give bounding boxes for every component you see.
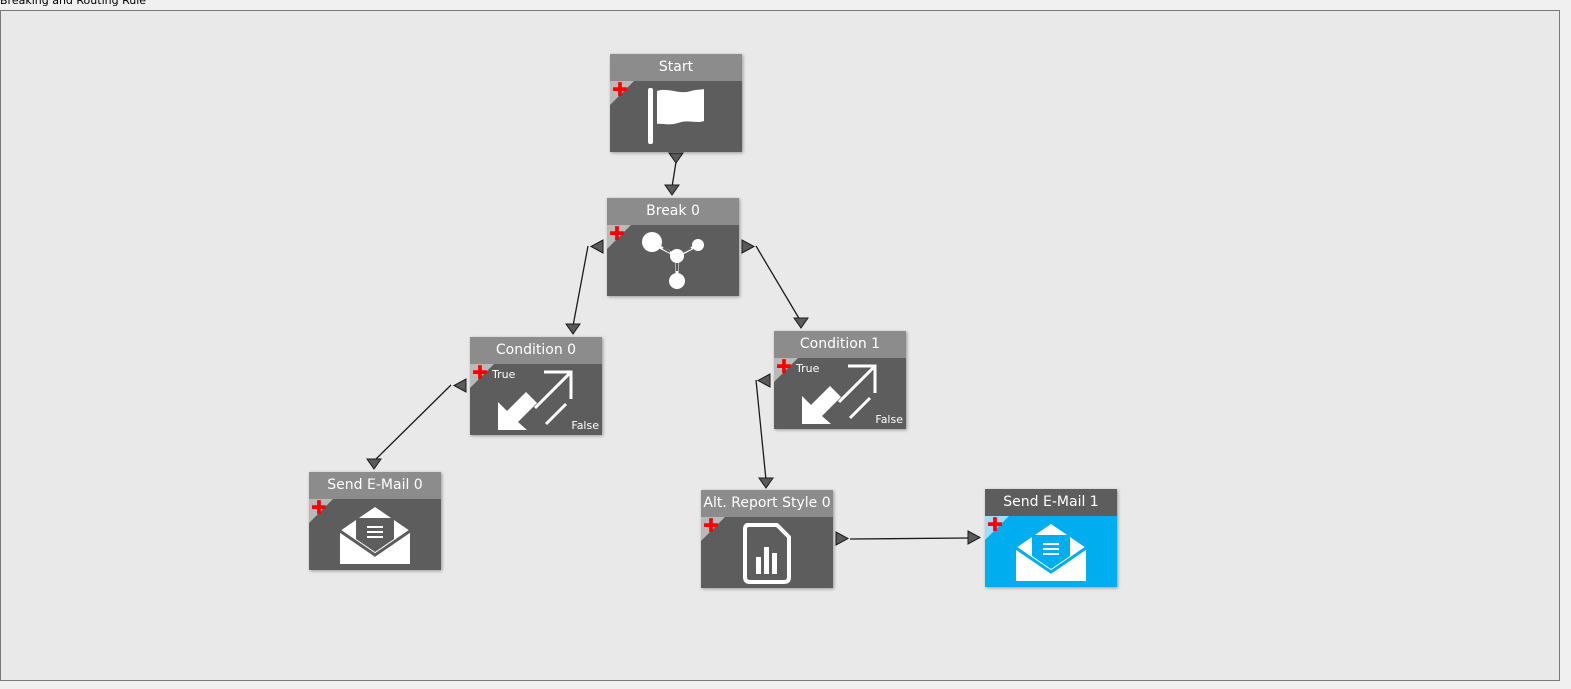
node-title: Condition 0 [470,337,602,364]
split-icon [642,232,704,289]
panel-title: Breaking and Routing Rule [0,0,147,7]
node-alt-report-style-0[interactable]: Alt. Report Style 0 ✚ [701,490,833,588]
add-icon[interactable]: ✚ [987,514,1003,536]
condition-arrows-icon [802,364,877,424]
add-icon[interactable]: ✚ [472,362,488,384]
flag-icon [648,88,704,144]
node-title: Condition 1 [774,331,906,358]
node-send-email-1[interactable]: Send E-Mail 1 ✚ [985,489,1117,587]
node-start[interactable]: Start ✚ [610,54,742,152]
node-title: Start [610,54,742,81]
condition-arrows-icon [498,370,573,430]
add-icon[interactable]: ✚ [703,515,719,537]
add-icon[interactable]: ✚ [612,79,628,101]
node-title: Alt. Report Style 0 [701,490,833,517]
false-label: False [571,419,599,432]
email-icon [339,507,411,564]
node-title: Break 0 [607,198,739,225]
false-label: False [875,413,903,426]
email-icon [1015,524,1087,581]
add-icon[interactable]: ✚ [311,497,327,519]
node-title: Send E-Mail 1 [985,489,1117,516]
add-icon[interactable]: ✚ [776,356,792,378]
node-send-email-0[interactable]: Send E-Mail 0 ✚ [309,472,441,570]
true-label: True [492,368,516,381]
report-icon [743,523,791,584]
node-condition-0[interactable]: Condition 0 ✚ True False [470,337,602,435]
true-label: True [796,362,820,375]
add-icon[interactable]: ✚ [609,223,625,245]
node-break-0[interactable]: Break 0 ✚ [607,198,739,296]
node-condition-1[interactable]: Condition 1 ✚ True False [774,331,906,429]
node-title: Send E-Mail 0 [309,472,441,499]
